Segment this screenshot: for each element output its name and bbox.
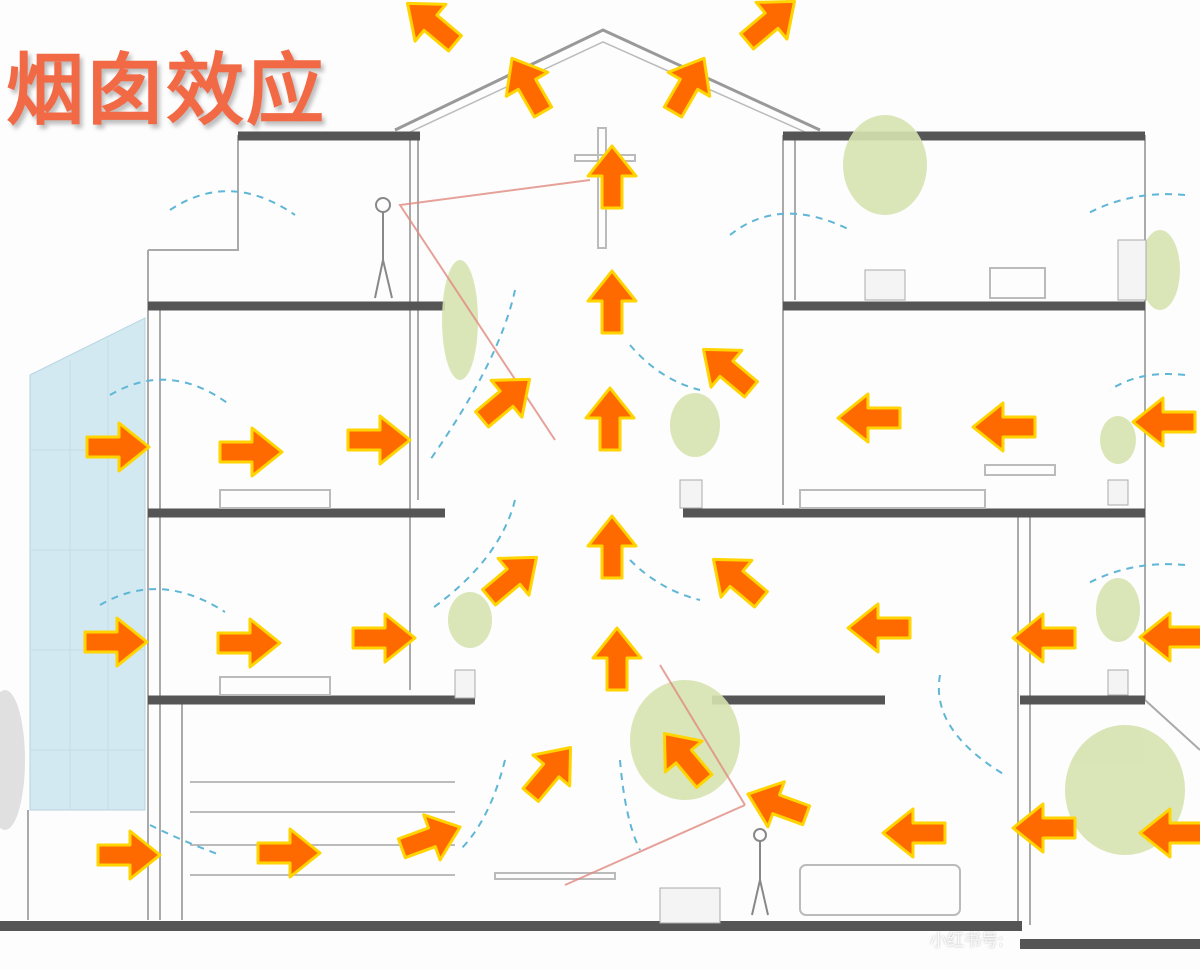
arrow-icon: [1011, 802, 1077, 854]
arrow-icon: [465, 359, 547, 440]
arrow-icon: [1138, 611, 1200, 663]
airflow-dashed-lines: [99, 190, 1186, 856]
floor-slabs: [0, 131, 1200, 949]
arrow-icon: [346, 414, 412, 466]
watermark: 小红书号:: [930, 931, 1004, 951]
walls: [27, 135, 1200, 925]
arrow-icon: [591, 626, 643, 692]
arrow-icon: [738, 770, 816, 840]
arrow-icon: [392, 803, 470, 873]
arrow-icon: [586, 514, 638, 580]
arrow-icon: [351, 612, 417, 664]
people: [374, 197, 769, 916]
roof-gable: [394, 28, 821, 132]
arrow-icon: [1011, 612, 1077, 664]
trees-and-plants: [0, 115, 1185, 855]
furniture: [190, 127, 1056, 916]
arrow-icon: [510, 730, 591, 812]
arrow-icon: [730, 0, 812, 62]
arrow-icon: [584, 386, 636, 452]
arrow-icon: [586, 269, 638, 335]
glass-facade: [29, 317, 146, 811]
arrow-icon: [971, 401, 1037, 453]
sightlines: [398, 179, 746, 886]
glass-grid: [30, 340, 145, 810]
planters: [454, 239, 1147, 924]
arrow-icon: [256, 827, 322, 879]
arrow-icon: [1131, 396, 1197, 448]
arrow-icon: [96, 829, 162, 881]
arrow-icon: [696, 539, 778, 620]
arrow-icon: [218, 426, 284, 478]
arrow-icon: [881, 807, 947, 859]
arrow-icon: [836, 392, 902, 444]
arrow-icon: [846, 602, 912, 654]
arrow-icon: [489, 44, 566, 126]
diagram-title: 烟囱效应: [6, 46, 327, 136]
arrow-icon: [390, 0, 472, 64]
arrow-icon: [216, 617, 282, 669]
